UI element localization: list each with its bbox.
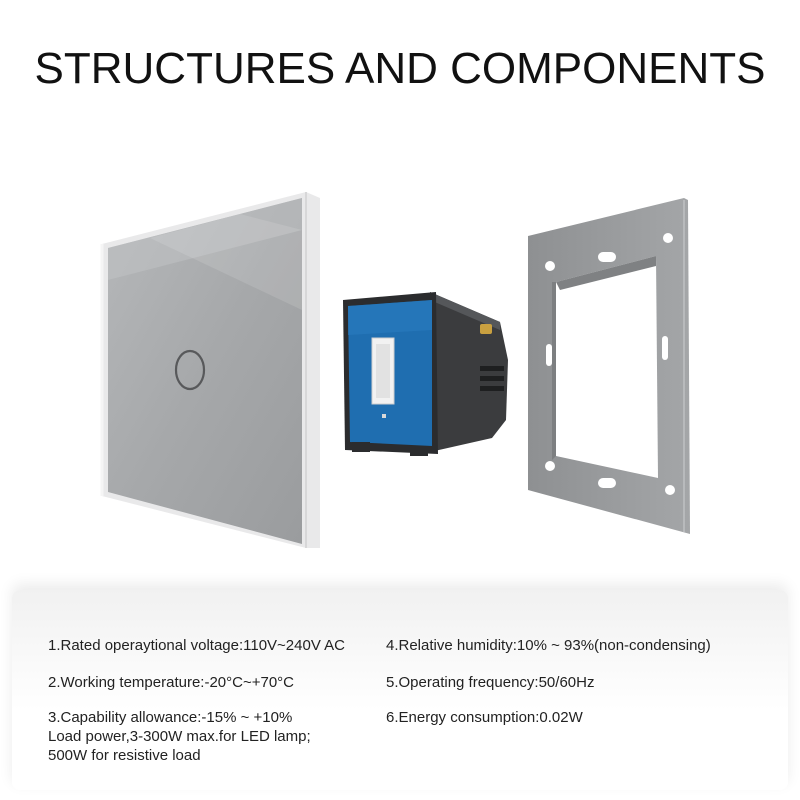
spec-line: 500W for resistive load	[48, 747, 201, 764]
spec-rated-voltage: 1.Rated operaytional voltage:110V~240V A…	[48, 637, 346, 654]
spec-line: 3.Capability allowance:-15% ~ +10%	[48, 709, 293, 726]
spec-working-temperature: 2.Working temperature:-20°C~+70°C	[48, 674, 295, 691]
specs-card	[12, 590, 788, 790]
switch-module	[343, 292, 508, 456]
touch-button-icon	[174, 349, 206, 391]
spec-relative-humidity: 4.Relative humidity:10% ~ 93%(non-conden…	[386, 637, 711, 654]
spec-operating-frequency: 5.Operating frequency:50/60Hz	[386, 674, 595, 691]
components-illustration	[100, 192, 690, 548]
spec-capability-allowance: 3.Capability allowance:-15% ~ +10% Load …	[48, 708, 311, 765]
mounting-frame	[528, 198, 690, 534]
spec-line: Load power,3-300W max.for LED lamp;	[48, 728, 311, 745]
spec-energy-consumption: 6.Energy consumption:0.02W	[386, 709, 583, 726]
glass-panel	[100, 192, 320, 548]
page-title: STRUCTURES AND COMPONENTS	[34, 44, 766, 93]
